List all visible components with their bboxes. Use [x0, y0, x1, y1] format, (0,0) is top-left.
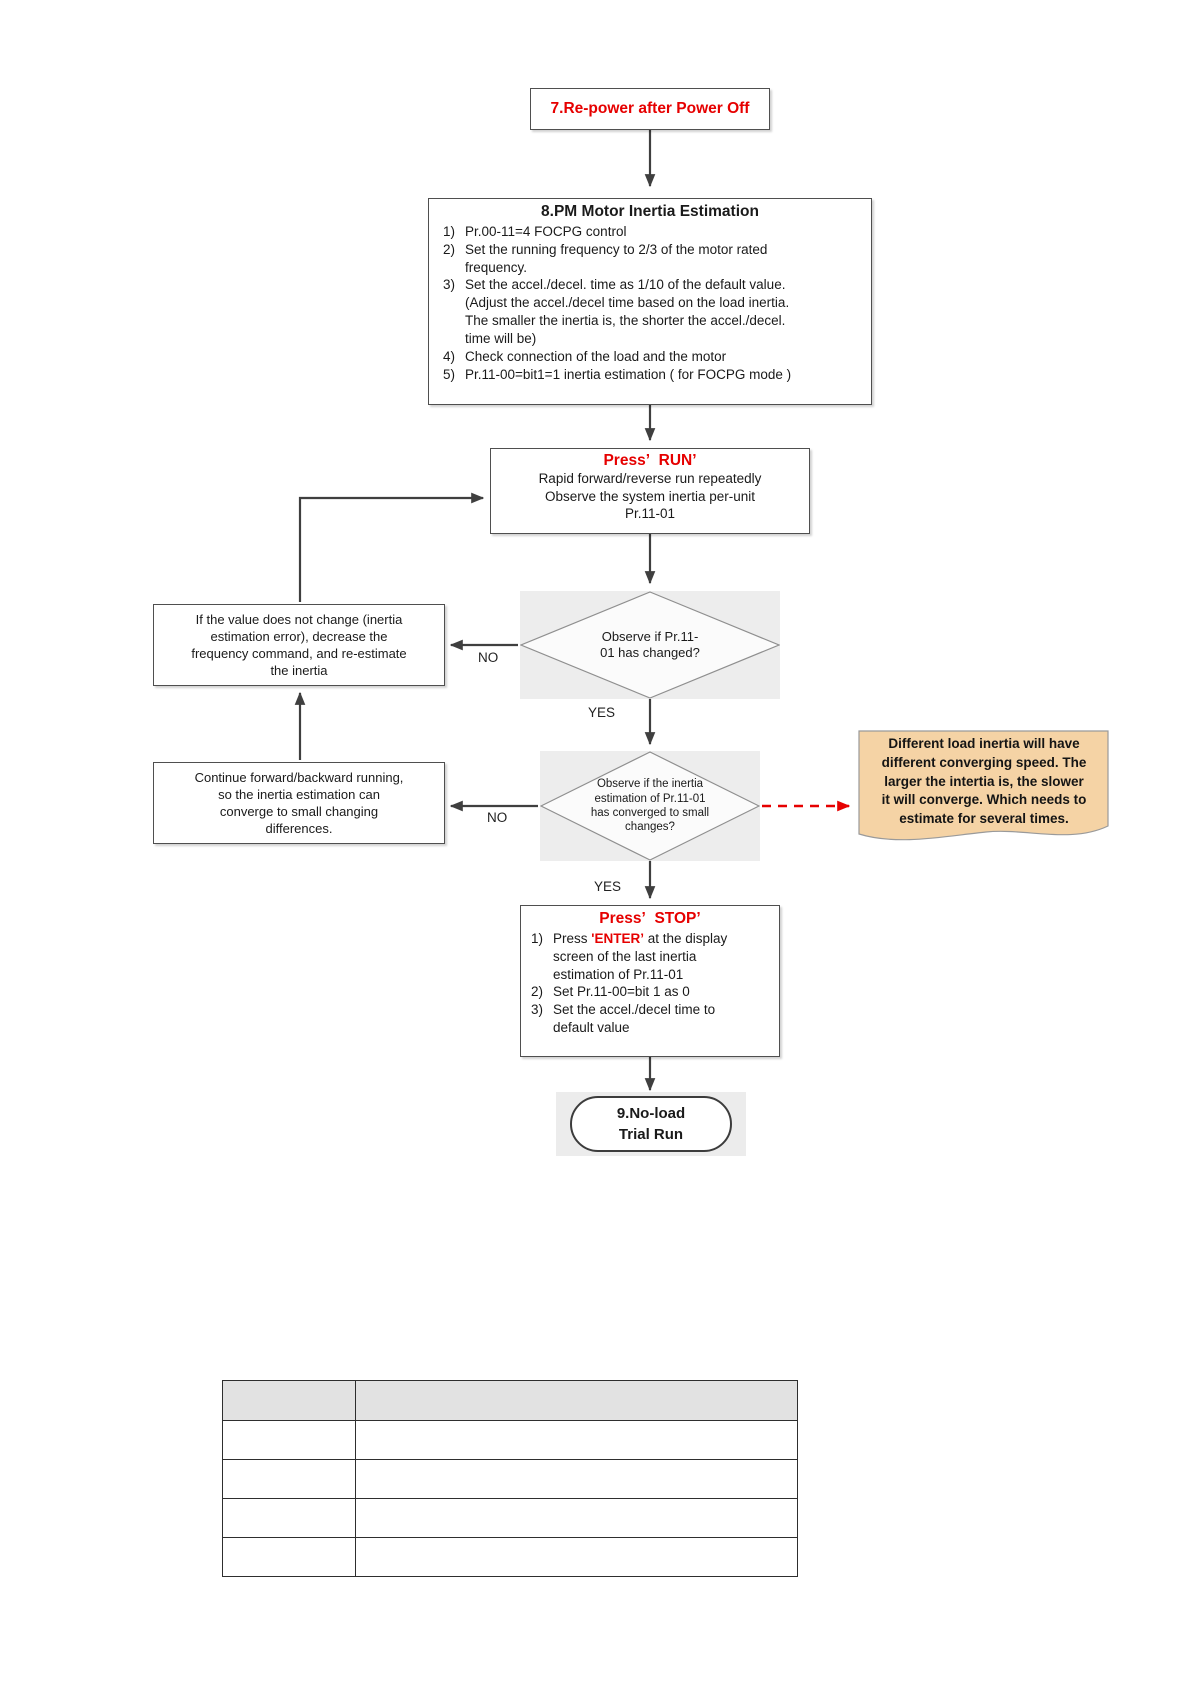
node-press-run: Press’ RUN’ Rapid forward/reverse run re…: [490, 448, 810, 534]
list-item: 5) Pr.11-00=bit1=1 inertia estimation ( …: [443, 366, 792, 382]
decision2-yes-label: YES: [594, 879, 622, 894]
press-run-body: Rapid forward/reverse run repeatedly Obs…: [538, 471, 762, 522]
node-estimation-title: 8.PM Motor Inertia Estimation: [541, 203, 759, 220]
estimation-steps: 1) Pr.00-11=4 FOCPG control 2) Set the r…: [429, 221, 871, 387]
arrow-noexchange-loop-to-run: [298, 492, 485, 602]
press-run-title: Press’ RUN’: [603, 452, 697, 469]
node-continue-running-note: Continue forward/backward running, so th…: [153, 762, 445, 844]
diamond-shape: [540, 751, 760, 861]
table-cell: [355, 1537, 798, 1577]
node-pm-inertia-estimation: 8.PM Motor Inertia Estimation 1) Pr.00-1…: [428, 198, 872, 405]
enter-keyword: 'ENTER’: [591, 931, 644, 946]
table-header-cell: [222, 1380, 356, 1421]
list-item: 3) Set the accel./decel. time as 1/10 of…: [443, 277, 790, 346]
list-item: 2) Set Pr.11-00=bit 1 as 0: [531, 984, 690, 1000]
table-header-cell: [355, 1380, 798, 1421]
list-item: 4) Check connection of the load and the …: [443, 348, 727, 364]
table-header-row: [222, 1380, 798, 1421]
node-no-load-trial-run: 9.No-load Trial Run: [570, 1096, 732, 1152]
stop-step1: Press 'ENTER’ at the display screen of t…: [553, 931, 728, 982]
decision-pr1101-changed: Observe if Pr.11- 01 has changed?: [520, 591, 780, 699]
table-row: [222, 1420, 798, 1460]
table-cell: [222, 1420, 356, 1460]
list-item: 2) Set the running frequency to 2/3 of t…: [443, 241, 768, 275]
list-item: 3) Set the accel./decel time to default …: [531, 1002, 716, 1036]
decision1-text: Observe if Pr.11- 01 has changed?: [600, 628, 700, 660]
end-title: 9.No-load Trial Run: [616, 1105, 686, 1143]
table-cell: [222, 1459, 356, 1499]
node-press-stop: Press’ STOP’ 1) Press 'ENTER’ at the dis…: [520, 905, 780, 1057]
decision2-no-label: NO: [487, 810, 508, 825]
list-item: 1) Pr.00-11=4 FOCPG control: [443, 224, 627, 239]
inertia-callout-text: Different load inertia will have differe…: [881, 735, 1087, 827]
node-no-change-note: If the value does not change (inertia es…: [153, 604, 445, 686]
decision2-text: Observe if the inertia estimation of Pr.…: [590, 778, 710, 834]
decision1-no-label: NO: [478, 650, 499, 665]
list-item: 1) Press 'ENTER’ at the display screen o…: [531, 930, 769, 983]
diamond-shape: [520, 591, 780, 699]
no-change-text: If the value does not change (inertia es…: [191, 611, 407, 679]
table-cell: [222, 1498, 356, 1538]
node-repower: 7.Re-power after Power Off: [530, 88, 770, 130]
table-cell: [355, 1420, 798, 1460]
continue-running-text: Continue forward/backward running, so th…: [194, 769, 404, 837]
node-repower-title: 7.Re-power after Power Off: [550, 100, 750, 117]
decision1-yes-label: YES: [588, 705, 616, 720]
press-stop-title: Press’ STOP’: [599, 910, 701, 927]
table-row: [222, 1459, 798, 1499]
parameter-table: [222, 1380, 798, 1577]
table-cell: [355, 1459, 798, 1499]
node-inertia-callout: Different load inertia will have differe…: [858, 730, 1110, 852]
decision-converged: Observe if the inertia estimation of Pr.…: [540, 751, 760, 861]
table-row: [222, 1498, 798, 1538]
table-row: [222, 1537, 798, 1577]
callout-shape: [858, 730, 1109, 841]
table-cell: [222, 1537, 356, 1577]
table-cell: [355, 1498, 798, 1538]
